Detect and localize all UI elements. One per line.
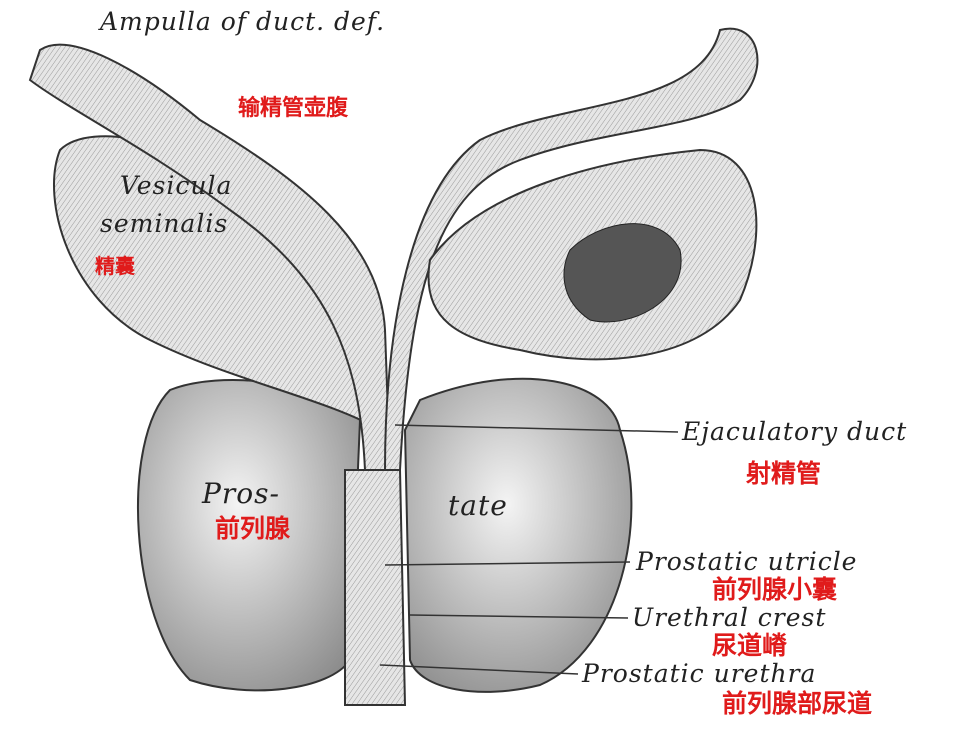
vesicle-cavity <box>563 223 682 323</box>
prostate-label-right: tate <box>448 489 508 522</box>
vesicula-label-line1: Vesicula <box>120 171 233 200</box>
ampulla-label: Ampulla of duct. def. <box>100 7 386 36</box>
prostate-right-lobe <box>403 377 633 693</box>
vesicula-label-line2: seminalis <box>100 209 229 238</box>
vesicula-label-zh: 精囊 <box>95 254 135 278</box>
urethral-crest-label-zh: 尿道嵴 <box>712 631 788 660</box>
prostate-label-zh: 前列腺 <box>215 514 291 543</box>
urethra <box>344 469 407 706</box>
leader-lines <box>379 424 679 675</box>
prostatic-utricle-label-zh: 前列腺小囊 <box>712 575 838 604</box>
prostatic-urethra-label-zh: 前列腺部尿道 <box>722 689 873 718</box>
ampulla-label-zh: 输精管壶腹 <box>238 96 349 121</box>
prostate-label-left: Pros- <box>202 477 280 510</box>
ampulla-left <box>28 43 392 471</box>
ejaculatory-duct-label-zh: 射精管 <box>746 459 822 488</box>
prostatic-utricle-label: Prostatic utricle <box>636 547 858 576</box>
ampulla-right <box>383 27 759 471</box>
ejaculatory-duct-label: Ejaculatory duct <box>682 417 908 446</box>
urethral-crest-label: Urethral crest <box>632 603 827 632</box>
prostatic-urethra-label: Prostatic urethra <box>582 659 817 688</box>
